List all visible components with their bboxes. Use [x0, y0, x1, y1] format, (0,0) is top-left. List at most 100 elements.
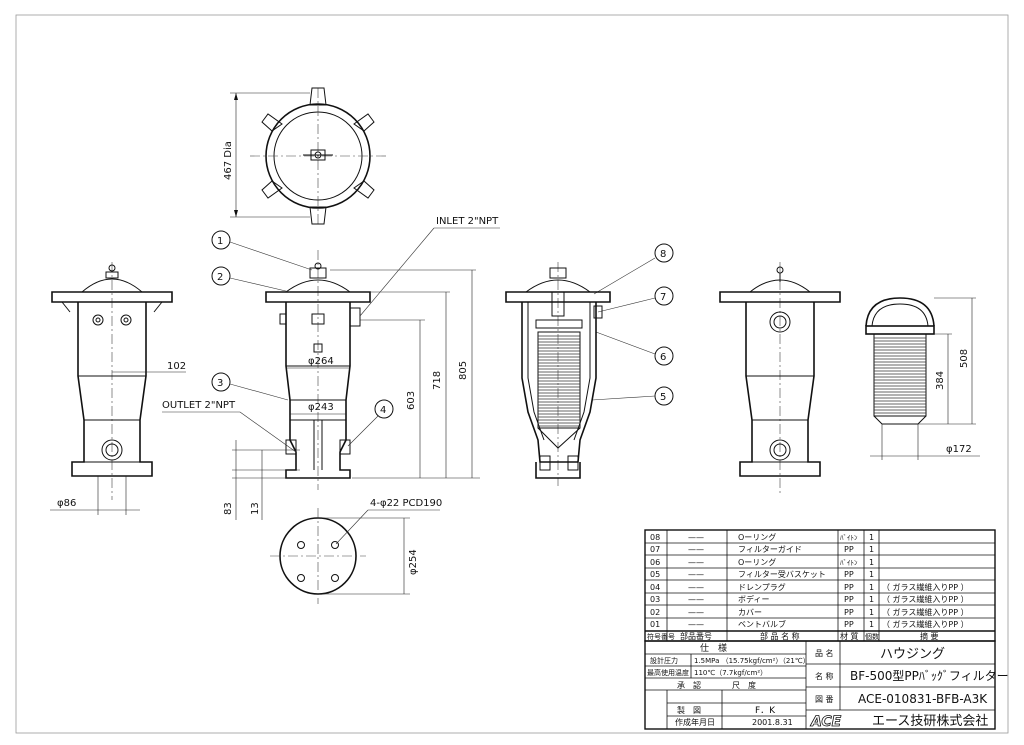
- spec-label: 設計圧力: [650, 656, 678, 665]
- part-name: ベントバルブ: [738, 619, 786, 629]
- label-inlet: INLET 2"NPT: [436, 216, 499, 227]
- header-note: 摘 要: [920, 631, 939, 641]
- dim-603: 603: [406, 391, 417, 410]
- part-qty: 1: [869, 558, 874, 567]
- dim-718: 718: [432, 371, 443, 390]
- sheet-border: [15, 14, 1009, 734]
- part-no: 01: [650, 620, 660, 629]
- parts-row: 02 —— カバー PP 1 （ ガラス繊維入りPP ）: [650, 607, 969, 617]
- part-number: ——: [688, 620, 704, 629]
- part-note: （ ガラス繊維入りPP ）: [882, 607, 969, 617]
- dim-384: 384: [935, 371, 946, 390]
- part-number: ——: [688, 570, 704, 579]
- part-number: ——: [688, 583, 704, 592]
- parts-row: 03 —— ボディー PP 1 （ ガラス繊維入りPP ）: [650, 594, 969, 604]
- callout-1: 1: [217, 236, 223, 247]
- part-number: ——: [688, 595, 704, 604]
- header-qty: 個数: [865, 632, 879, 641]
- parts-row: 05 —— フィルター受バスケット PP 1: [650, 569, 874, 579]
- part-material: PP: [844, 595, 854, 604]
- part-no: 02: [650, 608, 660, 617]
- part-qty: 1: [869, 608, 874, 617]
- left-side-view: 102 φ86: [50, 262, 186, 515]
- label-bolt: 4-φ22 PCD190: [370, 498, 442, 509]
- date-label: 作成年月日: [675, 717, 715, 727]
- spec-label: 最高使用温度: [647, 668, 689, 677]
- part-number: ——: [688, 533, 704, 542]
- right-side-view: [719, 262, 841, 496]
- part-name: フィルター受バスケット: [738, 569, 826, 579]
- part-no: 05: [650, 570, 660, 579]
- part-qty: 1: [869, 595, 874, 604]
- header-no: 符号番号: [647, 632, 675, 641]
- part-qty: 1: [869, 583, 874, 592]
- drawn-by: F．K: [755, 706, 776, 716]
- basket-view: 384 508 φ172: [865, 297, 980, 460]
- dim-d254: φ254: [408, 549, 419, 575]
- dim-805: 805: [458, 361, 469, 380]
- parts-row: 01 —— ベントバルブ PP 1 （ ガラス繊維入りPP ）: [650, 619, 969, 629]
- company-logo: ACE: [810, 714, 842, 730]
- dim-d264: φ264: [308, 356, 334, 367]
- name-value: BF-500型PPﾊﾞｯｸﾞフィルター: [850, 669, 1009, 683]
- company-name: エース技研株式会社: [872, 713, 988, 729]
- part-name: ボディー: [738, 594, 769, 604]
- spec-value: 1.5MPa （15.75kgf/cm²）（21℃）: [694, 657, 810, 665]
- spec-title: 仕 様: [700, 642, 727, 654]
- part-number: ——: [688, 545, 704, 554]
- part-material: PP: [844, 608, 854, 617]
- dim-d86: φ86: [57, 498, 76, 509]
- part-name: カバー: [738, 608, 762, 617]
- front-view: φ264 φ243 603 718 805 83 13 INLET 2"NPT …: [162, 216, 500, 520]
- dim-d243: φ243: [308, 402, 334, 413]
- header-material: 材 質: [840, 631, 859, 641]
- parts-row: 08 —— Oーリング ﾊﾞｲﾄﾝ 1: [650, 532, 874, 542]
- part-material: PP: [844, 583, 854, 592]
- part-note: （ ガラス繊維入りPP ）: [882, 594, 969, 604]
- dwg-label: 図 番: [815, 694, 834, 704]
- scale-label: 尺 度: [732, 680, 756, 690]
- part-name: Oーリング: [738, 532, 776, 542]
- part-material: PP: [844, 620, 854, 629]
- part-name: Oーリング: [738, 557, 776, 567]
- part-material: ﾊﾞｲﾄﾝ: [840, 534, 858, 542]
- dim-13: 13: [250, 502, 261, 515]
- basket-mesh: [537, 331, 581, 429]
- part-note: （ ガラス繊維入りPP ）: [882, 582, 969, 592]
- dim-d172: φ172: [946, 444, 972, 455]
- part-no: 04: [650, 583, 660, 592]
- dim-467-dia: 467 Dia: [223, 141, 234, 180]
- header-part-no: 部品番号: [680, 631, 712, 641]
- item-value: ハウジング: [880, 647, 945, 662]
- callout-6: 6: [660, 352, 666, 363]
- title-block: 仕 様 設計圧力 1.5MPa （15.75kgf/cm²）（21℃） 最高使用…: [644, 640, 1009, 730]
- name-label: 名 称: [815, 671, 834, 681]
- parts-row: 07 —— フィルターガイド PP 1: [650, 544, 874, 554]
- dwg-value: ACE-010831-BFB-A3K: [858, 692, 988, 706]
- part-no: 03: [650, 595, 660, 604]
- parts-row: 04 —— ドレンプラグ PP 1 （ ガラス繊維入りPP ）: [650, 582, 969, 592]
- part-number: ——: [688, 558, 704, 567]
- part-number: ——: [688, 608, 704, 617]
- callouts: 1 2 3 4 5 6 7 8: [211, 230, 674, 447]
- dim-508: 508: [959, 349, 970, 368]
- label-outlet: OUTLET 2"NPT: [162, 400, 236, 411]
- bottom-view: φ254 4-φ22 PCD190: [270, 498, 442, 604]
- dim-83: 83: [223, 502, 234, 515]
- part-material: PP: [844, 570, 854, 579]
- top-view: 467 Dia: [223, 87, 388, 226]
- part-qty: 1: [869, 570, 874, 579]
- part-material: PP: [844, 545, 854, 554]
- dim-102: 102: [167, 361, 186, 372]
- part-material: ﾊﾞｲﾄﾝ: [840, 559, 858, 567]
- callout-2: 2: [217, 272, 223, 283]
- part-qty: 1: [869, 545, 874, 554]
- callout-8: 8: [660, 249, 666, 260]
- spec-value: 110℃（7.7kgf/cm²）: [694, 669, 767, 677]
- item-label: 品 名: [815, 648, 834, 658]
- parts-row: 06 —— Oーリング ﾊﾞｲﾄﾝ 1: [650, 557, 874, 567]
- callout-3: 3: [217, 378, 223, 389]
- section-view: [505, 262, 611, 486]
- approve-label: 承 認: [677, 680, 701, 690]
